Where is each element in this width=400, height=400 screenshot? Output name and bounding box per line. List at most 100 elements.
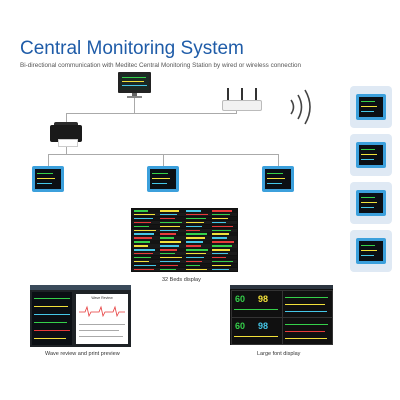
bed-row-waveform (160, 225, 180, 228)
large-font-value-2: 98 (258, 294, 269, 304)
bed-row-waveform (160, 264, 178, 267)
bed-row (132, 259, 237, 264)
bedside-monitor-2 (147, 166, 179, 192)
wave-review-screenshot: Wave Review (30, 285, 131, 347)
bed-row-waveform (160, 229, 178, 232)
bed-row-waveform (212, 237, 227, 239)
page-title: Central Monitoring System (20, 38, 244, 59)
bed-row-waveform (186, 221, 204, 224)
bed-row (132, 244, 237, 248)
bed-row-waveform (212, 256, 226, 259)
bed-row-waveform (134, 221, 151, 224)
bed-row-waveform (186, 260, 202, 263)
wireless-monitor-1 (356, 94, 386, 120)
wave-review-toolbar (30, 285, 131, 290)
bed-row (132, 267, 237, 272)
bed-row-waveform (134, 256, 151, 259)
bed-row-waveform (186, 225, 202, 228)
large-font-panel-1: 60 98 (231, 290, 283, 318)
bed-row-waveform (134, 260, 149, 263)
large-font-caption: Large font display (257, 351, 301, 357)
bed-row-waveform (186, 241, 203, 243)
bed-row (132, 236, 237, 240)
bed-row-waveform (186, 229, 200, 232)
bed-row-waveform (160, 233, 176, 235)
large-font-value-1: 60 (235, 294, 246, 304)
bed-row-waveform (212, 241, 234, 243)
connector-network-bus (66, 113, 236, 114)
wireless-monitor-tile-4 (350, 230, 392, 272)
bed-row (132, 212, 237, 217)
bed-row-waveform (160, 241, 181, 243)
wireless-monitor-2 (356, 142, 386, 168)
bed-row (132, 263, 237, 268)
bed-row-waveform (134, 225, 149, 228)
bed-row (132, 209, 237, 213)
bed-row-waveform (160, 260, 180, 263)
connector-monitor-3 (278, 154, 279, 166)
bed-row-waveform (134, 210, 148, 212)
bed-row-waveform (160, 245, 179, 247)
bed-row-waveform (212, 210, 232, 212)
wireless-monitor-3 (356, 190, 386, 216)
connector-monitor-1 (48, 154, 49, 166)
bed-row (132, 216, 237, 221)
connector-printer (66, 113, 67, 122)
bed-row-waveform (160, 217, 175, 220)
beds-display-screenshot (131, 208, 238, 272)
large-font-panel-3: 60 98 (231, 317, 283, 345)
bed-row (132, 220, 237, 225)
bedside-monitor-3 (262, 166, 294, 192)
printer (50, 122, 82, 147)
connector-lower-drop (66, 146, 67, 154)
print-preview-page: Wave Review (76, 294, 128, 344)
bed-row-waveform (134, 245, 148, 247)
bed-row-waveform (186, 256, 204, 259)
bed-row-waveform (186, 237, 205, 239)
central-station-monitor (118, 72, 151, 98)
bed-row-waveform (134, 233, 154, 235)
wave-review-caption: Wave review and print preview (45, 351, 120, 357)
bed-row-waveform (134, 264, 156, 267)
bed-row-waveform (160, 256, 182, 259)
bed-row-waveform (134, 217, 153, 220)
connector-monitor-2 (163, 154, 164, 166)
bed-row-waveform (212, 260, 233, 263)
wireless-signal-icon (290, 89, 311, 125)
print-preview-header: Wave Review (91, 296, 113, 300)
beds-display-caption: 32 Beds display (162, 277, 201, 283)
bed-row-waveform (160, 252, 175, 255)
bed-row-waveform (134, 241, 150, 243)
bed-row-waveform (186, 210, 201, 212)
bed-row-waveform (160, 268, 176, 271)
bed-row-waveform (186, 233, 207, 235)
bed-row-waveform (186, 213, 208, 216)
bed-row-waveform (212, 225, 233, 228)
bed-row-waveform (212, 249, 230, 251)
wireless-router (222, 88, 262, 111)
bed-row (132, 255, 237, 260)
bed-row-waveform (134, 213, 155, 216)
bed-row-waveform (212, 221, 226, 224)
bed-row-waveform (160, 210, 179, 212)
bed-row-waveform (212, 252, 228, 255)
wireless-monitor-tile-1 (350, 86, 392, 128)
bed-row (132, 248, 237, 252)
wave-review-strips (32, 292, 72, 345)
bed-row-waveform (212, 264, 231, 267)
bed-row-waveform (160, 221, 182, 224)
bed-row (132, 251, 237, 256)
connector-station-down (134, 98, 135, 113)
bed-row-waveform (212, 245, 232, 247)
large-font-screenshot: 60 98 60 98 (230, 285, 333, 345)
bed-row-waveform (212, 268, 229, 271)
wireless-monitor-4 (356, 238, 386, 264)
large-font-value-4: 98 (258, 321, 269, 331)
bedside-monitor-1 (32, 166, 64, 192)
wireless-monitor-tile-3 (350, 182, 392, 224)
bed-row-waveform (186, 264, 200, 267)
bed-row-waveform (186, 245, 201, 247)
bed-row (132, 232, 237, 236)
bed-row-waveform (212, 217, 228, 220)
bed-row-waveform (186, 249, 208, 251)
